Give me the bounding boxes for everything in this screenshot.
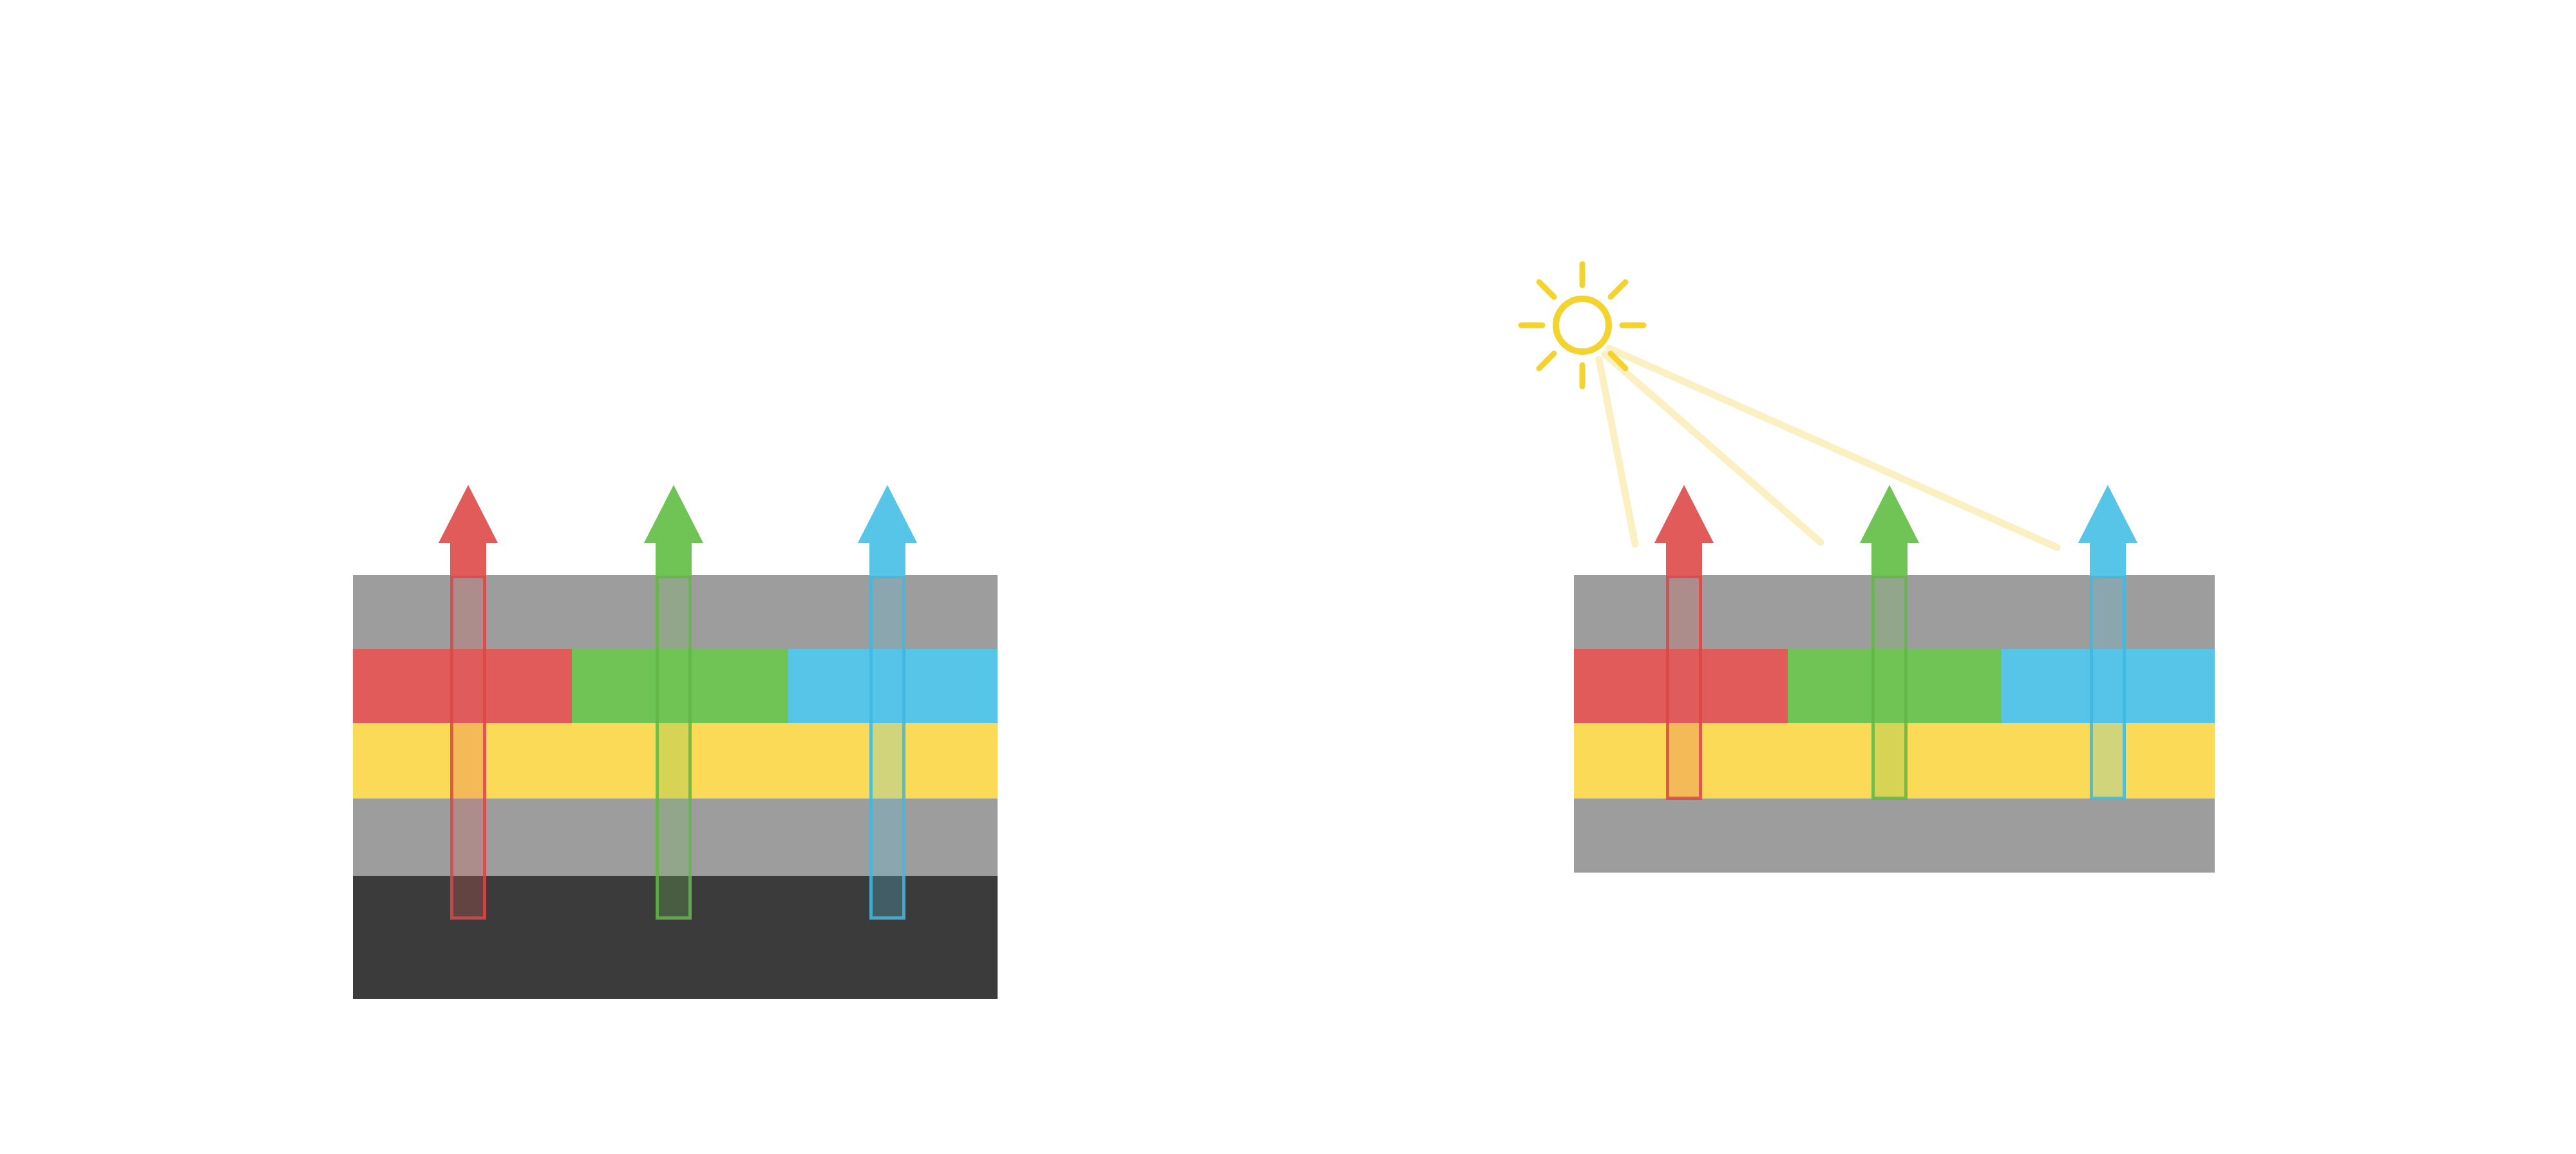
left-red-light-column — [450, 575, 486, 920]
right-cyan-arrow-shaft — [2090, 542, 2126, 576]
sun-ray — [1536, 350, 1557, 372]
sunbeam-left — [1595, 355, 1639, 548]
left-yellow-layer — [353, 723, 998, 799]
left-green-subpixel — [572, 649, 788, 723]
right-cyan-light-column — [2090, 575, 2126, 800]
right-yellow-layer — [1574, 723, 2215, 799]
right-gray-bottom-layer — [1574, 799, 2215, 873]
left-green-light-column — [656, 575, 692, 920]
left-cyan-arrow-head — [858, 485, 917, 543]
sun-disc — [1553, 296, 1612, 355]
right-cyan-arrow-head — [2078, 485, 2137, 543]
left-backlight-layer — [353, 876, 998, 999]
right-red-arrow-head — [1654, 485, 1714, 543]
sun-ray — [1607, 279, 1629, 300]
right-cyan-subpixel — [2002, 649, 2215, 723]
left-red-subpixel — [353, 649, 572, 723]
left-cyan-light-column — [869, 575, 905, 920]
left-red-arrow-shaft — [450, 542, 486, 576]
left-gray-bottom-layer — [353, 799, 998, 876]
left-cyan-subpixel — [788, 649, 998, 723]
right-green-light-column — [1871, 575, 1908, 800]
right-red-arrow-shaft — [1666, 542, 1702, 576]
sun-ray — [1536, 279, 1557, 300]
left-cyan-arrow-shaft — [869, 542, 905, 576]
left-green-arrow-head — [644, 485, 703, 543]
sun-ray — [1607, 350, 1629, 372]
right-green-arrow-shaft — [1871, 542, 1908, 576]
sun-icon — [1518, 261, 1647, 390]
right-red-subpixel — [1574, 649, 1788, 723]
right-gray-top-layer — [1574, 575, 2215, 649]
right-red-light-column — [1666, 575, 1702, 800]
right-green-arrow-head — [1860, 485, 1919, 543]
left-red-arrow-head — [439, 485, 498, 543]
right-green-subpixel — [1788, 649, 2002, 723]
left-green-arrow-shaft — [656, 542, 692, 576]
left-gray-top-layer — [353, 575, 998, 649]
